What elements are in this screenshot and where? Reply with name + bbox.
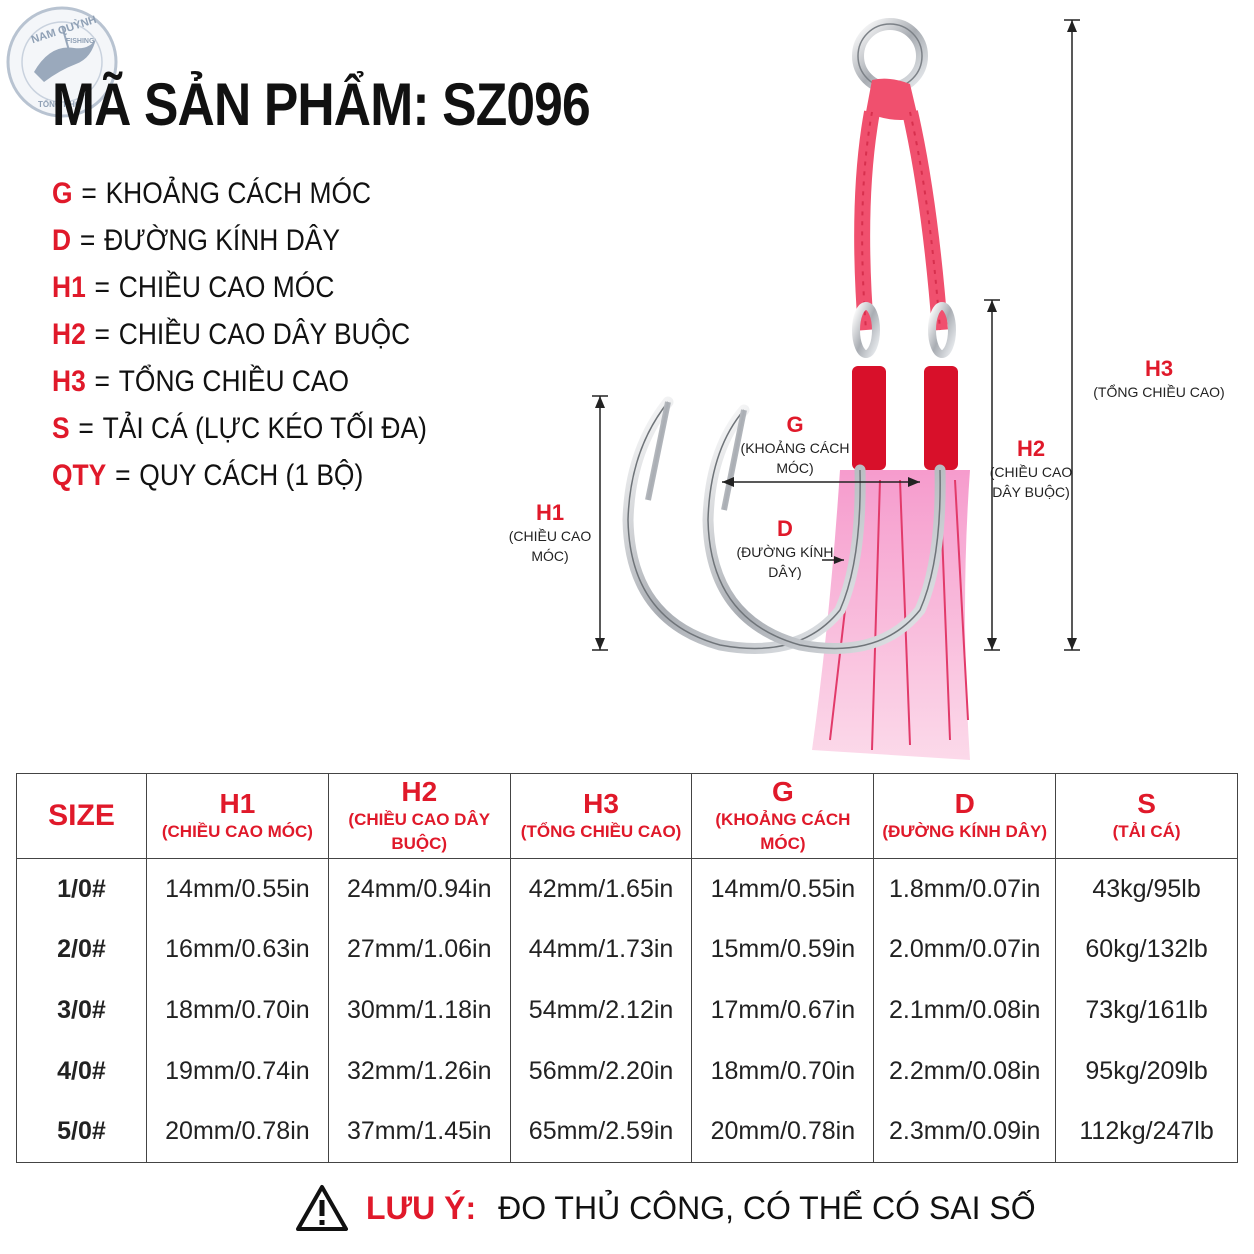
legend-item: H3=TỔNG CHIỀU CAO [52,364,350,398]
h2-label: H2 (CHIỀU CAO DÂY BUỘC) [989,436,1073,500]
assist-hook-illustration-icon [592,18,1080,760]
brand-store: TỔNG KHO [38,100,82,109]
column-header: D(ĐƯỜNG KÍNH DÂY) [873,773,1057,859]
table-header-row: SIZE H1(CHIỀU CAO MÓC) H2(CHIỀU CAO DÂY … [16,773,1238,859]
h3-label: H3 (TỔNG CHIỀU CAO) [1093,356,1225,400]
table-row: 5/0# 20mm/0.78in 37mm/1.45in 65mm/2.59in… [16,1101,1238,1164]
legend-item: G=KHOẢNG CÁCH MÓC [52,176,372,210]
legend-item: H1=CHIỀU CAO MÓC [52,270,335,304]
column-header: G(KHOẢNG CÁCH MÓC) [691,773,875,859]
legend-item: H2=CHIỀU CAO DÂY BUỘC [52,317,411,351]
brand-sub: FISHING [66,38,95,45]
column-header: H2(CHIỀU CAO DÂY BUỘC) [327,773,511,859]
g-label: G (KHOẢNG CÁCH MÓC) [740,412,850,476]
hook-diagram: G (KHOẢNG CÁCH MÓC) D (ĐƯỜNG KÍNH DÂY) H… [500,0,1254,770]
brand-logo: NAM QUỲNH FISHING TỔNG KHO [4,4,120,120]
column-header: H3(TỔNG CHIỀU CAO) [509,773,693,859]
size-column-header: SIZE [16,773,147,859]
column-header: S(TẢI CÁ) [1055,773,1238,859]
table-row: 4/0# 19mm/0.74in 32mm/1.26in 56mm/2.20in… [16,1040,1238,1102]
logo-emblem-icon [6,6,118,118]
table-row: 2/0# 16mm/0.63in 27mm/1.06in 44mm/1.73in… [16,919,1238,981]
dimension-legend: G=KHOẢNG CÁCH MÓC D=ĐƯỜNG KÍNH DÂY H1=CH… [52,170,532,499]
legend-item: QTY=QUY CÁCH (1 BỘ) [52,458,364,492]
h1-label: H1 (CHIỀU CAO MÓC) [508,500,592,564]
measurement-note: LƯU Ý: ĐO THỦ CÔNG, CÓ THỂ CÓ SAI SỐ [296,1180,1036,1236]
legend-item: D=ĐƯỜNG KÍNH DÂY [52,223,340,257]
note-label: LƯU Ý: [366,1189,477,1226]
table-row: 1/0# 14mm/0.55in 24mm/0.94in 42mm/1.65in… [16,858,1238,920]
warning-icon [296,1185,348,1231]
size-spec-table: SIZE H1(CHIỀU CAO MÓC) H2(CHIỀU CAO DÂY … [16,773,1238,1164]
product-code-title: MÃ SẢN PHẨM: SZ096 [52,71,591,138]
d-label: D (ĐƯỜNG KÍNH DÂY) [736,516,834,580]
column-header: H1(CHIỀU CAO MÓC) [146,773,329,859]
table-row: 3/0# 18mm/0.70in 30mm/1.18in 54mm/2.12in… [16,980,1238,1041]
note-text: ĐO THỦ CÔNG, CÓ THỂ CÓ SAI SỐ [498,1189,1036,1226]
legend-item: S=TẢI CÁ (LỰC KÉO TỐI ĐA) [52,411,427,445]
